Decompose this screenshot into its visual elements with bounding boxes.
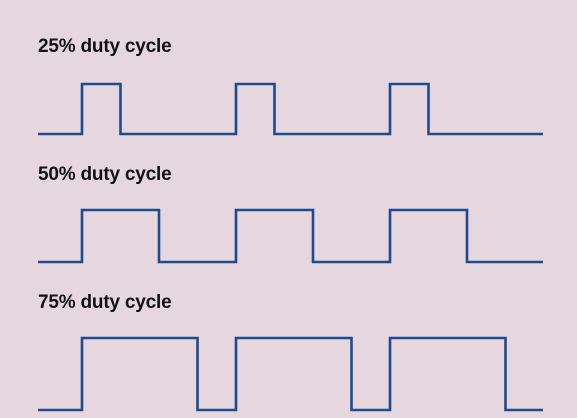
square-wave-25-trace [38,82,543,136]
square-wave-25 [38,82,543,136]
waveform-title-75: 75% duty cycle [38,292,172,313]
square-wave-50-trace [38,208,543,264]
waveform-panel-50: 50% duty cycle [0,140,577,270]
square-wave-50 [38,208,543,264]
waveform-title-25: 25% duty cycle [38,36,172,57]
waveform-title-50: 50% duty cycle [38,164,172,185]
waveform-panel-25: 25% duty cycle [0,0,577,140]
waveform-panel-75: 75% duty cycle [0,270,577,418]
square-wave-75 [38,336,543,412]
square-wave-75-trace [38,336,543,412]
